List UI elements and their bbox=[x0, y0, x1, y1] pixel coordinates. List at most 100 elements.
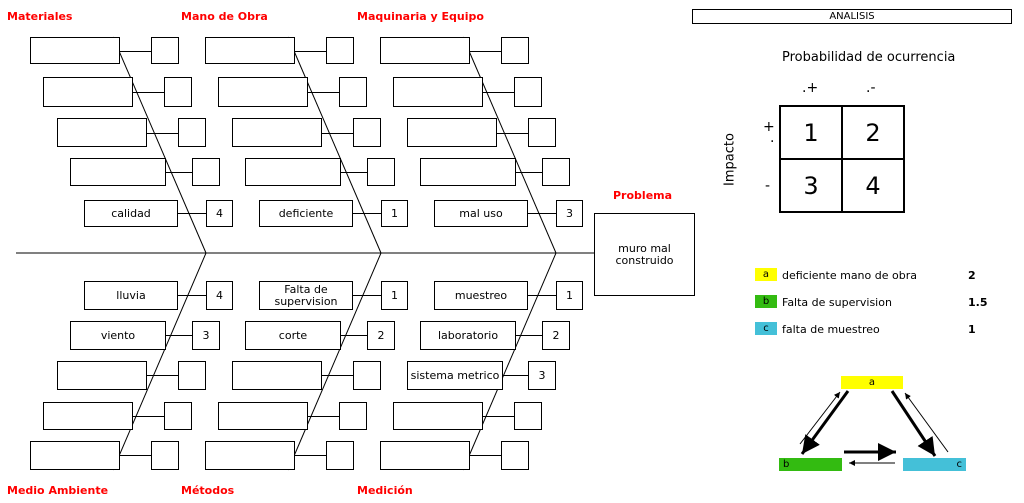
cause-box-mal-uso: mal uso bbox=[434, 200, 528, 227]
cause-box bbox=[218, 77, 308, 107]
score-box: 3 bbox=[556, 200, 583, 227]
legend-text-c: falta de muestreo bbox=[782, 323, 880, 336]
connector bbox=[341, 172, 367, 173]
legend-text-b: Falta de supervision bbox=[782, 296, 892, 309]
score-box bbox=[514, 402, 542, 430]
connector bbox=[133, 416, 164, 417]
connector bbox=[353, 295, 381, 296]
row-label-dot: . bbox=[770, 130, 775, 146]
legend-key-c: c bbox=[755, 322, 777, 335]
cause-box bbox=[232, 118, 322, 147]
connector bbox=[322, 133, 353, 134]
connector bbox=[295, 51, 326, 52]
connector bbox=[483, 416, 514, 417]
connector bbox=[133, 92, 164, 93]
cause-box bbox=[205, 441, 295, 470]
category-maquinaria: Maquinaria y Equipo bbox=[357, 10, 484, 23]
row-label-plus: + bbox=[763, 119, 775, 135]
score-box: 1 bbox=[381, 281, 408, 310]
problem-box: muro mal construido bbox=[594, 213, 695, 296]
cause-box bbox=[420, 158, 516, 186]
connector bbox=[503, 375, 528, 376]
row-label-minus: - bbox=[765, 178, 771, 194]
score-box: 4 bbox=[206, 281, 233, 310]
score-box: 3 bbox=[528, 361, 556, 390]
cause-box bbox=[30, 37, 120, 64]
score-box bbox=[151, 441, 179, 470]
cause-box-falta-supervision: Falta de supervision bbox=[259, 281, 353, 310]
cause-box-deficiente: deficiente bbox=[259, 200, 353, 227]
cause-box bbox=[43, 402, 133, 430]
column-label-plus: .+ bbox=[802, 80, 819, 96]
legend-value-c: 1 bbox=[968, 323, 976, 336]
cause-box bbox=[205, 37, 295, 64]
connector bbox=[308, 92, 339, 93]
category-medio-ambiente: Medio Ambiente bbox=[7, 484, 109, 497]
connector bbox=[353, 213, 381, 214]
score-box bbox=[326, 37, 354, 64]
connector bbox=[120, 455, 151, 456]
connector bbox=[295, 455, 326, 456]
connector bbox=[528, 295, 556, 296]
score-box bbox=[367, 158, 395, 186]
node-c: c bbox=[903, 458, 966, 471]
connector bbox=[178, 295, 206, 296]
cause-box bbox=[380, 37, 470, 64]
connector bbox=[516, 172, 542, 173]
cause-box-laboratorio: laboratorio bbox=[420, 321, 516, 350]
score-box: 2 bbox=[542, 321, 570, 350]
score-box: 4 bbox=[206, 200, 233, 227]
matrix-cell: 1 bbox=[780, 106, 842, 159]
score-box: 1 bbox=[381, 200, 408, 227]
score-box: 3 bbox=[192, 321, 220, 350]
cause-box bbox=[57, 361, 147, 390]
cause-box bbox=[43, 77, 133, 107]
connector bbox=[322, 375, 353, 376]
score-box bbox=[339, 77, 367, 107]
connector bbox=[147, 133, 178, 134]
matrix-cell: 4 bbox=[842, 159, 904, 212]
cause-box bbox=[393, 77, 483, 107]
cause-box bbox=[393, 402, 483, 430]
score-box bbox=[192, 158, 220, 186]
score-box bbox=[514, 77, 542, 107]
legend-value-b: 1.5 bbox=[968, 296, 988, 309]
connector bbox=[470, 51, 501, 52]
connector bbox=[528, 213, 556, 214]
connector bbox=[470, 455, 501, 456]
category-medicion: Medición bbox=[357, 484, 413, 497]
cause-box bbox=[407, 118, 497, 147]
cause-box-calidad: calidad bbox=[84, 200, 178, 227]
matrix-cell: 2 bbox=[842, 106, 904, 159]
connector bbox=[178, 213, 206, 214]
connector bbox=[516, 335, 542, 336]
score-box bbox=[501, 37, 529, 64]
cause-box bbox=[30, 441, 120, 470]
category-metodos: Métodos bbox=[181, 484, 235, 497]
score-box bbox=[353, 361, 381, 390]
probability-impact-matrix: 1 2 3 4 bbox=[779, 105, 905, 213]
score-box bbox=[164, 402, 192, 430]
score-box bbox=[528, 118, 556, 147]
legend-key-b: b bbox=[755, 295, 777, 308]
column-label-minus: .- bbox=[866, 80, 876, 96]
score-box bbox=[178, 118, 206, 147]
cause-box bbox=[218, 402, 308, 430]
connector bbox=[497, 133, 528, 134]
category-mano-de-obra: Mano de Obra bbox=[181, 10, 268, 23]
matrix-title: Probabilidad de ocurrencia bbox=[782, 50, 956, 65]
connector bbox=[147, 375, 178, 376]
matrix-cell: 3 bbox=[780, 159, 842, 212]
score-box bbox=[151, 37, 179, 64]
cause-box-muestreo: muestreo bbox=[434, 281, 528, 310]
score-box bbox=[353, 118, 381, 147]
cause-box-lluvia: lluvia bbox=[84, 281, 178, 310]
connector bbox=[483, 92, 514, 93]
legend-text-a: deficiente mano de obra bbox=[782, 269, 917, 282]
cause-box bbox=[245, 158, 341, 186]
category-materiales: Materiales bbox=[7, 10, 73, 23]
score-box: 2 bbox=[367, 321, 395, 350]
connector bbox=[166, 335, 192, 336]
